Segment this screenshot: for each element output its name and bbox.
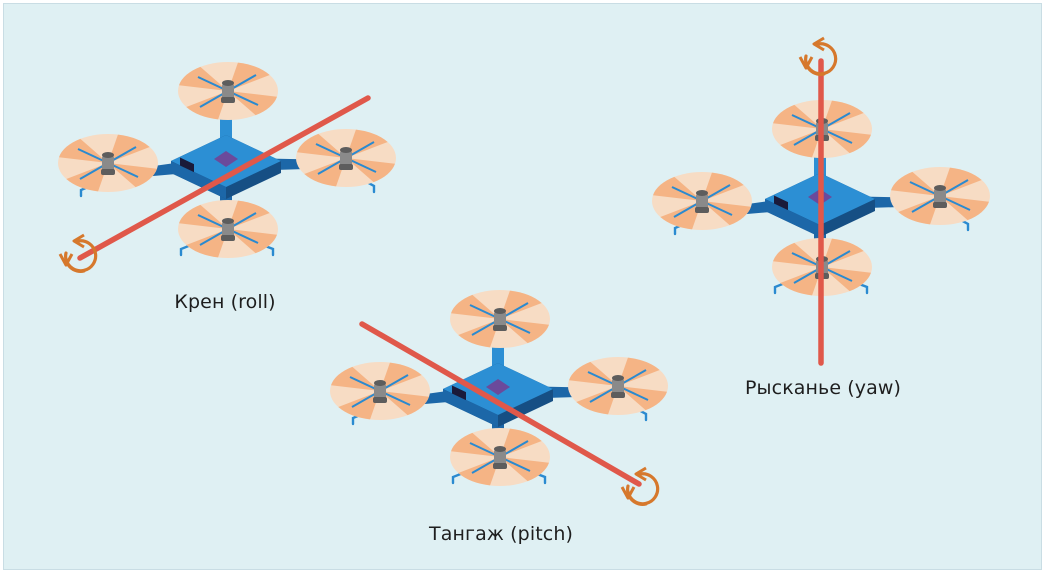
propeller	[450, 290, 550, 348]
yaw-drone-icon	[652, 100, 990, 296]
roll-drone-icon	[58, 62, 396, 258]
propeller	[58, 134, 158, 192]
pitch-axis	[359, 321, 642, 487]
propeller	[890, 167, 990, 225]
propeller	[178, 200, 278, 258]
propeller	[450, 428, 550, 486]
yaw-rotation-arrow-icon	[798, 36, 838, 76]
diagram-frame: Крен (roll) Тангаж (pitch) Рысканье (yaw…	[3, 3, 1042, 570]
diagram-background	[4, 4, 1041, 569]
pitch-drone-icon	[330, 290, 668, 486]
yaw-label: Рысканье (yaw)	[744, 377, 902, 399]
rotation-axes-diagram	[4, 4, 1041, 569]
roll-axis	[77, 95, 371, 261]
roll-label: Крен (roll)	[174, 291, 276, 313]
propeller	[178, 62, 278, 120]
propeller	[296, 129, 396, 187]
propeller	[652, 172, 752, 230]
pitch-rotation-arrow-icon	[620, 466, 660, 506]
pitch-label: Тангаж (pitch)	[429, 523, 573, 545]
propeller	[568, 357, 668, 415]
roll-rotation-arrow-icon	[58, 233, 98, 273]
propeller	[330, 362, 430, 420]
